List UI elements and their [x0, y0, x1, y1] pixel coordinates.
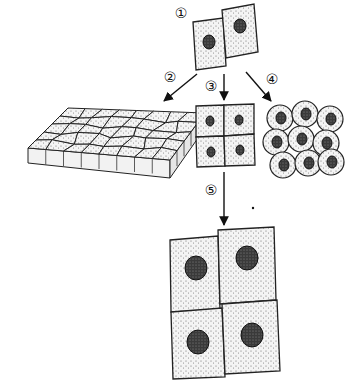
nucleus — [187, 330, 209, 354]
nucleus — [234, 19, 246, 33]
nucleus — [272, 136, 282, 148]
dot — [252, 207, 254, 209]
cell-membrane — [288, 126, 314, 152]
round-cell — [263, 129, 289, 155]
cell — [171, 308, 225, 379]
cell-membrane — [224, 134, 255, 166]
callout-number: ④ — [266, 72, 279, 86]
cell — [218, 227, 276, 304]
cell-membrane — [171, 308, 225, 379]
cell-membrane — [295, 150, 321, 176]
cell-membrane — [317, 106, 343, 132]
cell-membrane — [193, 18, 226, 70]
round-cell — [267, 105, 293, 131]
cell-membrane — [270, 152, 296, 178]
nucleus — [327, 156, 337, 168]
nucleus — [279, 159, 289, 171]
nucleus — [241, 323, 263, 347]
cell — [170, 236, 220, 312]
nucleus — [326, 113, 336, 125]
cell-wall — [177, 151, 178, 167]
arrow — [223, 74, 224, 100]
cell-membrane — [196, 136, 225, 167]
cell-wall — [191, 132, 192, 147]
nucleus — [206, 116, 214, 126]
nucleus — [203, 35, 215, 49]
nucleus — [185, 256, 207, 280]
cell-membrane — [292, 101, 318, 127]
cell-wall — [184, 141, 185, 156]
nucleus — [297, 133, 307, 145]
cell-membrane — [267, 105, 293, 131]
cell-membrane — [263, 129, 289, 155]
cell — [196, 105, 224, 137]
cell-membrane — [318, 149, 344, 175]
cell-membrane — [170, 236, 220, 312]
nucleus — [207, 147, 215, 157]
cell-wall — [81, 153, 82, 168]
cell-wall — [134, 157, 135, 172]
cell-wall — [116, 156, 117, 171]
nucleus — [276, 112, 286, 124]
nucleus — [236, 246, 258, 270]
nucleus — [236, 145, 244, 155]
round-cell — [270, 152, 296, 178]
cell-membrane — [222, 4, 258, 58]
cell-membrane — [218, 227, 276, 304]
round-cell — [317, 106, 343, 132]
cell-wall — [45, 150, 46, 165]
cell-membrane — [196, 105, 224, 137]
cell-wall — [152, 159, 153, 174]
nucleus — [322, 137, 332, 149]
cell-wall — [99, 154, 100, 169]
cell — [224, 134, 255, 166]
cell — [222, 4, 258, 58]
round-cell — [292, 101, 318, 127]
nucleus — [301, 108, 311, 120]
cell-membrane — [222, 300, 280, 374]
round-cell — [288, 126, 314, 152]
callout-number: ⑤ — [205, 183, 218, 197]
callout-number: ② — [164, 70, 177, 84]
epithelial-cell — [176, 121, 198, 132]
cell — [193, 18, 226, 70]
nucleus — [304, 157, 314, 169]
callout-number: ① — [175, 6, 188, 20]
round-cell — [295, 150, 321, 176]
arrows — [164, 72, 271, 225]
cells — [170, 4, 344, 379]
cell — [196, 136, 225, 167]
cell-membrane — [224, 104, 254, 136]
cell — [222, 300, 280, 374]
cell — [224, 104, 254, 136]
arrow — [223, 172, 224, 225]
nucleus — [235, 115, 243, 125]
callout-number: ③ — [205, 79, 218, 93]
round-cell — [318, 149, 344, 175]
epithelial-sheet — [28, 108, 205, 178]
cell-wall — [63, 151, 64, 166]
epithelial-cell — [152, 148, 177, 160]
